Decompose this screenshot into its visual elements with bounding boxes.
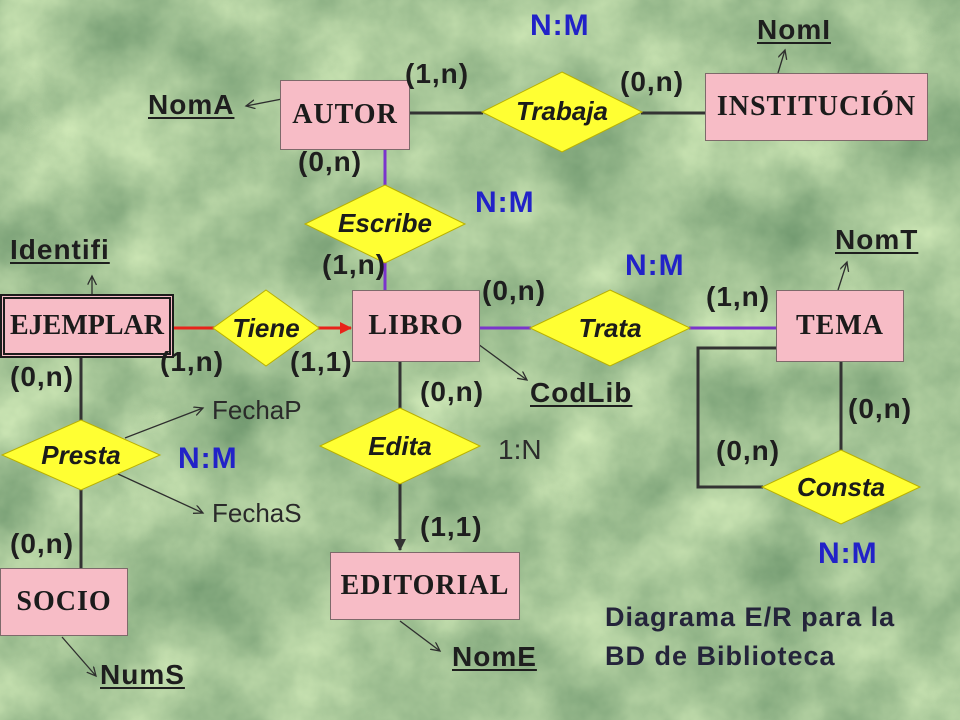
cardinality-libro-trata: (0,n) bbox=[482, 275, 547, 306]
arrow-socio-nums bbox=[61, 636, 96, 676]
relationship-trata bbox=[528, 289, 692, 367]
attribute-identifi: Identifi bbox=[10, 234, 110, 265]
cardinality-libro-edita: (0,n) bbox=[420, 376, 485, 407]
relationship-consta bbox=[760, 449, 922, 525]
attribute-fechap: FechaP bbox=[212, 395, 302, 425]
cardinality-socio-presta: (0,n) bbox=[10, 528, 75, 559]
arrow-institucion-nomi bbox=[777, 50, 785, 74]
cardinality-libro-tiene: (1,1) bbox=[290, 346, 353, 377]
entity-ejemplar: EJEMPLAR bbox=[0, 294, 174, 358]
attribute-noma: NomA bbox=[148, 89, 235, 120]
cardinality-tema-consta-right: (0,n) bbox=[848, 393, 913, 424]
relationship-escribe bbox=[303, 184, 467, 264]
entity-socio: SOCIO bbox=[0, 568, 128, 636]
arrow-tema-nomt bbox=[837, 262, 847, 291]
entity-libro: LIBRO bbox=[352, 290, 480, 362]
type-label-trata: N:M bbox=[625, 249, 685, 282]
type-label-escribe: N:M bbox=[475, 186, 535, 219]
attribute-codlib: CodLib bbox=[530, 377, 633, 408]
relationship-label-tiene: Tiene bbox=[232, 312, 300, 343]
relationship-label-consta: Consta bbox=[796, 471, 886, 502]
type-label-presta: N:M bbox=[178, 442, 238, 475]
attribute-nums: NumS bbox=[100, 659, 185, 690]
cardinality-ejemplar-presta: (0,n) bbox=[10, 361, 75, 392]
relationship-label-trata: Trata bbox=[578, 312, 642, 343]
cardinality-autor-trabaja: (1,n) bbox=[405, 58, 470, 89]
attribute-fechas: FechaS bbox=[212, 498, 302, 528]
arrow-autor-noma bbox=[246, 98, 283, 106]
type-label-edita: 1:N bbox=[498, 434, 542, 465]
relationship-trabaja bbox=[480, 71, 644, 153]
arrow-presta-fechap bbox=[124, 408, 203, 439]
arrow-editorial-nome bbox=[399, 620, 440, 651]
relationship-edita bbox=[318, 407, 482, 485]
entity-editorial: EDITORIAL bbox=[330, 552, 520, 620]
cardinality-ejemplar-tiene: (1,n) bbox=[160, 346, 225, 377]
relationship-label-presta: Presta bbox=[41, 439, 121, 470]
relationship-presta bbox=[0, 419, 162, 491]
cardinality-editorial-edita: (1,1) bbox=[420, 511, 483, 542]
arrow-presta-fechas bbox=[117, 473, 203, 513]
line-tema-consta-left bbox=[696, 346, 776, 489]
cardinality-tema-trata: (1,n) bbox=[706, 281, 771, 312]
relationship-label-escribe: Escribe bbox=[338, 207, 432, 238]
cardinality-tema-consta-left: (0,n) bbox=[716, 435, 781, 466]
arrow-libro-codlib bbox=[477, 343, 527, 380]
entity-institucion: INSTITUCIÓN bbox=[705, 73, 928, 141]
diagram-caption-line2: BD de Biblioteca bbox=[605, 641, 836, 671]
relationship-label-trabaja: Trabaja bbox=[515, 95, 608, 126]
entity-autor: AUTOR bbox=[280, 80, 410, 150]
cardinality-autor-escribe: (0,n) bbox=[298, 146, 363, 177]
attribute-nomi: NomI bbox=[757, 14, 831, 45]
attribute-nomt: NomT bbox=[835, 224, 919, 255]
relationship-label-edita: Edita bbox=[368, 430, 432, 461]
cardinality-libro-escribe: (1,n) bbox=[322, 249, 387, 280]
diagram-caption-line1: Diagrama E/R para la bbox=[605, 602, 896, 632]
attribute-nome: NomE bbox=[452, 641, 537, 672]
relationship-tiene bbox=[212, 289, 320, 367]
type-label-consta: N:M bbox=[818, 537, 878, 570]
type-label-trabaja: N:M bbox=[530, 9, 590, 42]
entity-tema: TEMA bbox=[776, 290, 904, 362]
cardinality-institucion-trabaja: (0,n) bbox=[620, 66, 685, 97]
